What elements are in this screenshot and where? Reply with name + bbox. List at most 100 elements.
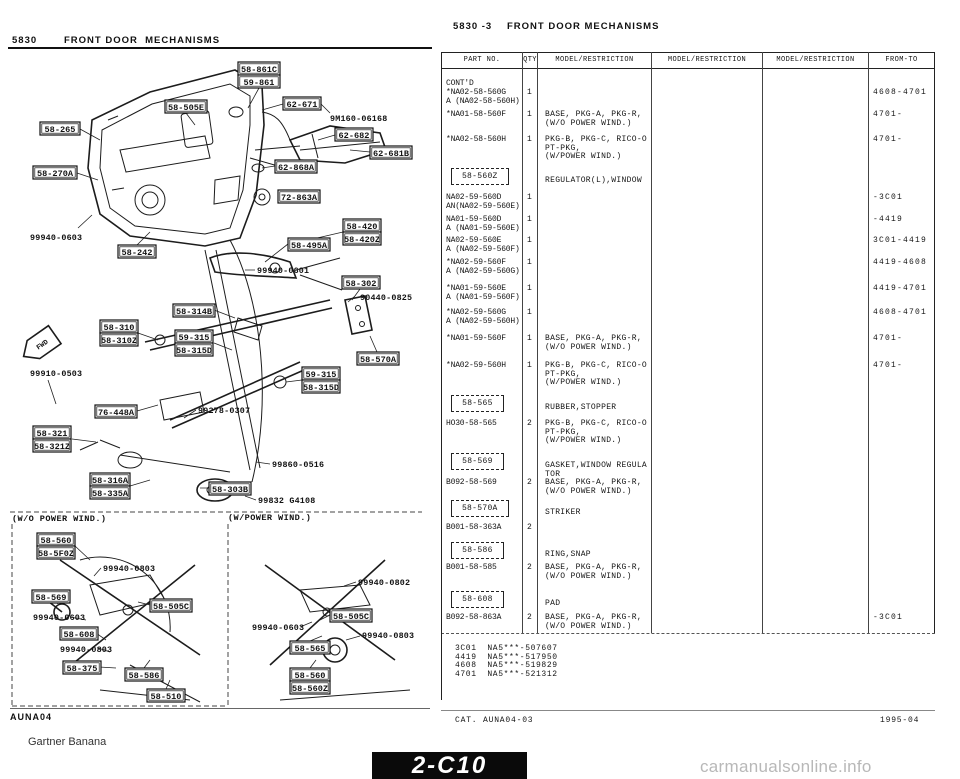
serial-note: 4608 NA5***-519829	[455, 661, 558, 671]
callout-frame-inner	[176, 344, 212, 355]
part-number: *NA01-59-560F	[446, 334, 506, 343]
part-number: NA02-59-560E	[446, 236, 502, 245]
callout-frame	[208, 481, 252, 496]
part-callout: 58-242	[117, 244, 157, 259]
from-to: 4701-	[873, 334, 904, 343]
callout-part-ref: 62-868A	[278, 163, 315, 173]
restriction-line: BASE, PKG-A, PKG-R,	[545, 334, 642, 343]
callout-frame-inner	[61, 628, 97, 639]
from-to: 4419-4701	[873, 284, 928, 293]
table-header-border	[441, 68, 935, 69]
callout-part-ref: 59-861	[244, 78, 275, 88]
part-callout: 58-510	[146, 688, 186, 703]
column-divider	[537, 52, 538, 633]
callout-part-ref: 58-5F0Z	[38, 549, 74, 559]
table-left-border	[441, 52, 442, 700]
quantity: 2	[527, 419, 532, 428]
supersession: AN(NA02-59-560E)	[446, 201, 520, 211]
callout-frame	[289, 640, 331, 655]
quantity: 1	[527, 135, 532, 144]
part-callout: 58-569	[31, 589, 71, 604]
callout-part-ref: 58-505C	[333, 612, 369, 622]
callout-frame-inner	[331, 610, 371, 621]
left-header-rule	[8, 47, 432, 49]
part-callout: 58-315D	[301, 379, 341, 394]
callout-part-ref: 58-505C	[153, 602, 189, 612]
callout-part-ref: 58-560Z	[292, 684, 328, 694]
quantity: 1	[527, 88, 532, 97]
page-tab: 2-C10	[372, 752, 527, 779]
callout-frame	[39, 121, 81, 136]
quantity: 2	[527, 478, 532, 487]
callout-part-ref: 58-565	[295, 644, 326, 654]
callout-frame-inner	[276, 161, 316, 172]
restriction-line: (W/O POWER WIND.)	[545, 486, 632, 496]
left-footer-code: AUNA04	[10, 712, 53, 722]
group-ref-box: 58-608	[451, 591, 504, 608]
part-number: HO30-58-565	[446, 419, 497, 428]
callout-part-ref: 58-316A	[92, 476, 129, 486]
restriction-line: BASE, PKG-A, PKG-R,	[545, 478, 642, 487]
restriction-line: PT-PKG,	[545, 427, 581, 437]
column-divider	[868, 52, 869, 633]
callout-frame-inner	[239, 63, 279, 74]
callout-part-ref: 58-315D	[303, 383, 339, 393]
part-callout: 58-265	[39, 121, 81, 136]
callout-frame-inner	[210, 483, 250, 494]
fastener-part-number: 9M160-06168	[330, 114, 387, 124]
callout-part-ref: 58-242	[122, 248, 153, 258]
part-callout: 59-315	[174, 329, 214, 344]
callout-part-ref: 58-569	[36, 593, 67, 603]
part-number: NA02-59-560D	[446, 193, 502, 202]
part-number: *NA02-58-560H	[446, 135, 506, 144]
callout-frame	[117, 244, 157, 259]
part-callout: 58-302	[341, 275, 381, 290]
callout-frame-inner	[41, 123, 79, 134]
section-label-power: (W/POWER WIND.)	[228, 513, 311, 523]
callout-frame	[31, 589, 71, 604]
callout-part-ref: 58-302	[346, 279, 377, 289]
callout-part-ref: 58-495A	[291, 241, 328, 251]
part-callout: 62-671	[282, 96, 322, 111]
callout-part-ref: 58-314B	[176, 307, 212, 317]
callout-frame	[94, 404, 138, 419]
restriction-line: (W/O POWER WIND.)	[545, 571, 632, 581]
catalog-date: 1995-04	[880, 716, 920, 725]
fastener-part-number: 99910-0503	[30, 369, 82, 379]
callout-frame-inner	[91, 487, 129, 498]
part-number: *NA01-58-560F	[446, 110, 506, 119]
callout-frame	[59, 626, 99, 641]
from-to: 4608-4701	[873, 88, 928, 97]
part-callout: 58-560Z	[289, 680, 331, 695]
restriction-line: (W/POWER WIND.)	[545, 152, 622, 162]
callout-part-ref: 58-310Z	[101, 336, 137, 346]
fastener-part-number: 99940-0603	[33, 613, 85, 623]
callout-frame	[89, 485, 131, 500]
part-callout: 58-314B	[172, 303, 216, 318]
callout-frame-inner	[64, 662, 100, 673]
group-description: TOR	[545, 469, 561, 479]
fastener-layer: 9M160-0616899940-060399940-060190440-082…	[30, 114, 414, 655]
supersession: A (NA02-58-560H)	[446, 96, 520, 106]
from-to: 4701-	[873, 135, 904, 144]
supersession: A (NA02-59-560H)	[446, 316, 520, 326]
callout-part-ref: 58-375	[67, 664, 98, 674]
quantity: 1	[527, 284, 532, 293]
part-callout: 58-495A	[287, 237, 331, 252]
serial-note: 3C01 NA5***-507607	[455, 644, 558, 653]
part-callout: 72-863A	[277, 189, 321, 204]
callout-part-ref: 58-315D	[176, 346, 212, 356]
column-header-part-no: PART NO.	[463, 56, 501, 64]
restriction-line: BASE, PKG-A, PKG-R,	[545, 110, 642, 119]
quantity: 1	[527, 110, 532, 119]
table-bottom-border	[441, 633, 935, 634]
column-divider	[762, 52, 763, 633]
callout-part-ref: 72-863A	[281, 193, 318, 203]
callout-frame	[237, 74, 281, 89]
part-callout: 59-861	[237, 74, 281, 89]
callout-frame-inner	[38, 534, 74, 545]
part-callout: 58-310	[99, 319, 139, 334]
callout-frame	[356, 351, 400, 366]
part-callout: 58-560	[289, 667, 331, 682]
